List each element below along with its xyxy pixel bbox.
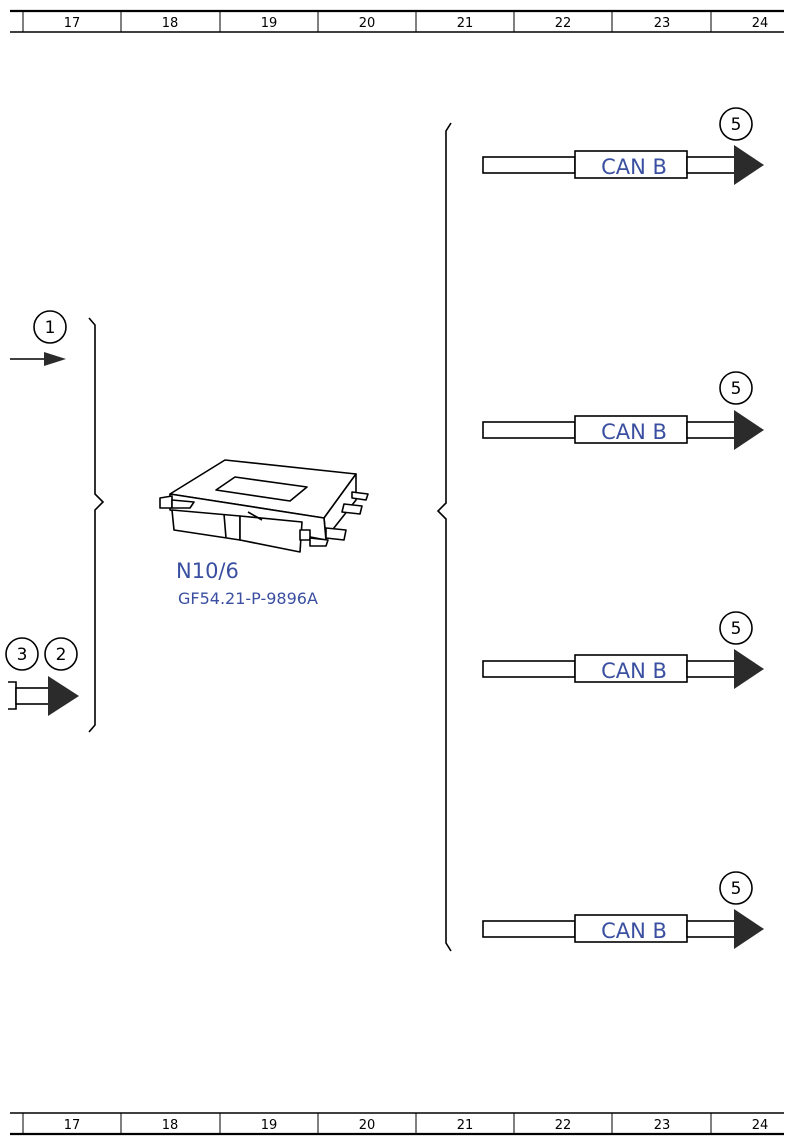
input-bus-2-line <box>15 687 51 705</box>
wire-segment <box>686 156 736 174</box>
ruler-top-col: 22 <box>555 16 572 31</box>
module-icon <box>159 459 369 553</box>
ruler-bottom-col: 23 <box>654 1118 671 1133</box>
ruler-bottom-col: 18 <box>162 1118 179 1133</box>
wire-segment <box>482 156 576 174</box>
ruler-bottom-col: 17 <box>64 1118 81 1133</box>
callout-5: 5 <box>731 619 742 639</box>
input-bus-2 <box>8 681 17 710</box>
ruler-bottom-col: 20 <box>359 1118 376 1133</box>
callout-circle <box>719 611 753 645</box>
input-arrowhead-2 <box>48 676 79 716</box>
component-id: N10/6 <box>176 559 239 583</box>
output-arrowhead <box>734 649 764 689</box>
output-arrowhead <box>734 145 764 185</box>
can-b-output: CAN B 5 <box>482 611 764 689</box>
wire-segment <box>482 421 576 439</box>
callout-3: 3 <box>17 645 28 665</box>
ruler-top-col: 24 <box>752 16 769 31</box>
ruler-top-col: 19 <box>261 16 278 31</box>
right-brace <box>436 122 452 952</box>
ruler-top-col: 20 <box>359 16 376 31</box>
callout-circle <box>719 107 753 141</box>
callout-5: 5 <box>731 879 742 899</box>
top-ruler: 17 18 19 20 21 22 23 24 <box>10 9 784 33</box>
can-b-label: CAN B <box>601 659 667 683</box>
can-b-label: CAN B <box>601 155 667 179</box>
can-b-output: CAN B 5 <box>482 371 764 450</box>
can-label-box <box>574 150 688 179</box>
output-arrowhead <box>734 909 764 949</box>
bottom-ruler: 17 18 19 20 21 22 23 24 <box>10 1112 784 1136</box>
input-arrowhead-1 <box>44 352 66 366</box>
can-b-output: CAN B 5 <box>482 871 764 949</box>
ruler-bottom-col: 21 <box>457 1118 474 1133</box>
left-brace <box>88 317 105 733</box>
ruler-top-col: 21 <box>457 16 474 31</box>
wire-segment <box>686 660 736 678</box>
ruler-bottom-col: 22 <box>555 1118 572 1133</box>
control-unit-n10-6: N10/6 GF54.21-P-9896A <box>159 459 369 608</box>
output-arrowhead <box>734 410 764 450</box>
can-b-label: CAN B <box>601 420 667 444</box>
wire-segment <box>686 920 736 938</box>
callout-1: 1 <box>45 318 56 338</box>
can-label-box <box>574 654 688 683</box>
can-label-box <box>574 415 688 444</box>
callout-5: 5 <box>731 115 742 135</box>
wire-segment <box>686 421 736 439</box>
can-b-label: CAN B <box>601 919 667 943</box>
ruler-bottom-col: 24 <box>752 1118 769 1133</box>
callout-circle <box>33 310 67 344</box>
component-reference: GF54.21-P-9896A <box>178 589 318 608</box>
ruler-top-col: 23 <box>654 16 671 31</box>
can-label-box <box>574 914 688 943</box>
callout-circle <box>719 371 753 405</box>
input-group: 1 3 2 <box>5 310 105 733</box>
wire-segment <box>482 920 576 938</box>
can-b-output: CAN B 5 <box>482 107 764 185</box>
callout-circle <box>5 637 39 671</box>
callout-5: 5 <box>731 379 742 399</box>
callout-circle <box>719 871 753 905</box>
ruler-top-col: 17 <box>64 16 81 31</box>
ruler-top-col: 18 <box>162 16 179 31</box>
callout-circle <box>44 637 78 671</box>
callout-2: 2 <box>56 645 67 665</box>
ruler-bottom-col: 19 <box>261 1118 278 1133</box>
wire-segment <box>482 660 576 678</box>
